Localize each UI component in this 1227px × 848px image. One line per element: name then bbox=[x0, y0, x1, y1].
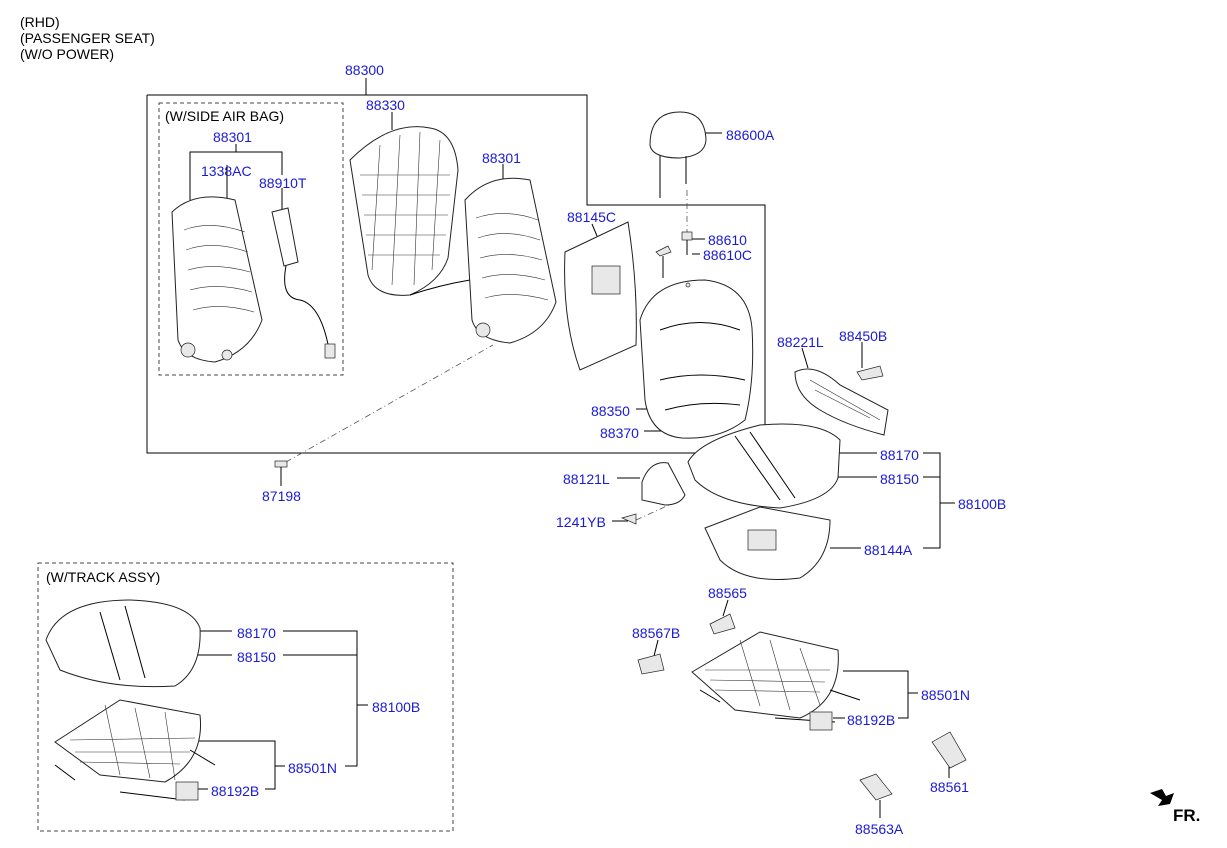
cushion-pad-88144a bbox=[704, 506, 831, 581]
cover-88565 bbox=[709, 613, 736, 635]
bolt-87198 bbox=[274, 460, 288, 476]
track-box-cushion bbox=[45, 599, 201, 688]
part-label-88565[interactable]: 88565 bbox=[708, 585, 747, 601]
header-wo-power: (W/O POWER) bbox=[20, 46, 115, 62]
cushion-cover-88170 bbox=[687, 423, 841, 509]
part-label-88370[interactable]: 88370 bbox=[600, 425, 639, 441]
header-rhd: (RHD) bbox=[20, 14, 60, 30]
back-frame-airbag bbox=[171, 196, 263, 363]
part-label-88100b-main[interactable]: 88100B bbox=[958, 496, 1007, 512]
part-label-88100b-track[interactable]: 88100B bbox=[372, 699, 421, 715]
part-label-88910t[interactable]: 88910T bbox=[259, 175, 307, 191]
fr-arrow-icon bbox=[1150, 789, 1174, 806]
assembly-outline-88300 bbox=[146, 94, 766, 454]
cover-88450b bbox=[856, 365, 884, 381]
guide-screws bbox=[655, 231, 693, 278]
part-label-88192b-track[interactable]: 88192B bbox=[211, 783, 260, 799]
side-airbag-module bbox=[271, 207, 336, 359]
part-label-88300[interactable]: 88300 bbox=[345, 62, 384, 78]
part-label-88150-track[interactable]: 88150 bbox=[237, 649, 276, 665]
side-air-bag-box bbox=[158, 102, 344, 376]
leader-lines bbox=[180, 78, 955, 818]
part-label-88610[interactable]: 88610 bbox=[708, 232, 747, 248]
part-label-87198[interactable]: 87198 bbox=[262, 488, 301, 504]
cover-88192b-left bbox=[175, 781, 199, 801]
part-label-88563a[interactable]: 88563A bbox=[855, 821, 904, 837]
part-label-88145c[interactable]: 88145C bbox=[567, 209, 617, 225]
track-assy-box bbox=[37, 562, 454, 832]
part-label-88301-main[interactable]: 88301 bbox=[482, 150, 521, 166]
part-label-88567b[interactable]: 88567B bbox=[632, 625, 681, 641]
cover-88561 bbox=[931, 731, 967, 769]
part-label-88144a[interactable]: 88144A bbox=[864, 542, 913, 558]
part-label-88561[interactable]: 88561 bbox=[930, 779, 969, 795]
track-frame-right bbox=[691, 631, 861, 723]
part-label-88600a[interactable]: 88600A bbox=[726, 127, 775, 143]
part-label-88350[interactable]: 88350 bbox=[591, 403, 630, 419]
part-label-1241yb[interactable]: 1241YB bbox=[556, 514, 606, 530]
side-shield-88221l bbox=[794, 368, 889, 436]
part-label-88450b[interactable]: 88450B bbox=[839, 328, 888, 344]
part-label-88610c[interactable]: 88610C bbox=[703, 247, 753, 263]
part-label-88501n-main[interactable]: 88501N bbox=[921, 687, 971, 703]
track-box-frame bbox=[54, 699, 216, 801]
part-label-88121l[interactable]: 88121L bbox=[563, 471, 610, 487]
part-label-1338ac[interactable]: 1338AC bbox=[201, 163, 252, 179]
part-label-88170-main[interactable]: 88170 bbox=[880, 447, 919, 463]
cover-88567b bbox=[637, 653, 665, 675]
cover-88121l bbox=[620, 462, 686, 525]
cover-88563a bbox=[859, 773, 893, 801]
part-label-88170-track[interactable]: 88170 bbox=[237, 625, 276, 641]
back-board-88330 bbox=[349, 126, 471, 296]
header-passenger-seat: (PASSENGER SEAT) bbox=[20, 30, 155, 46]
side-air-bag-title: (W/SIDE AIR BAG) bbox=[165, 108, 285, 124]
headrest-88600a bbox=[649, 111, 707, 198]
track-assy-title: (W/TRACK ASSY) bbox=[46, 569, 161, 585]
part-label-88301-airbag[interactable]: 88301 bbox=[213, 129, 252, 145]
part-label-88150-main[interactable]: 88150 bbox=[880, 471, 919, 487]
part-label-88330[interactable]: 88330 bbox=[366, 97, 405, 113]
part-label-88192b-main[interactable]: 88192B bbox=[847, 712, 896, 728]
back-frame-main bbox=[464, 177, 557, 344]
part-label-88501n-track[interactable]: 88501N bbox=[288, 760, 338, 776]
cover-88192b-right bbox=[809, 711, 833, 731]
part-label-88221l[interactable]: 88221L bbox=[777, 334, 824, 350]
back-pad-88145c bbox=[564, 221, 637, 371]
back-cover-88350 bbox=[639, 279, 754, 439]
direction-label: FR. bbox=[1173, 806, 1201, 825]
